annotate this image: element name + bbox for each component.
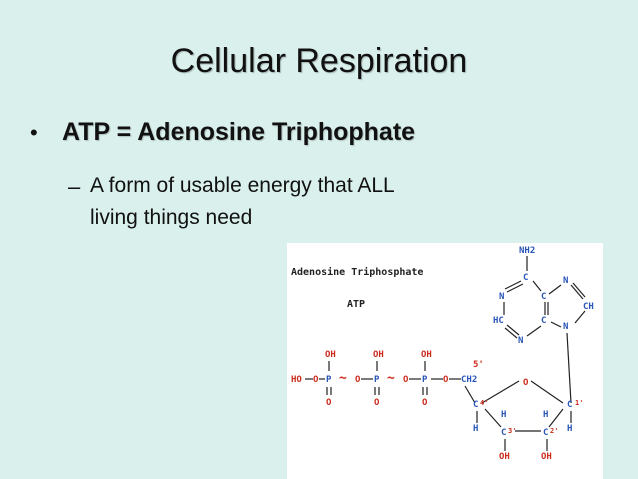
sub-bullet-item: – A form of usable energy that ALL livin… — [68, 174, 395, 234]
o-label-4: O — [443, 375, 449, 385]
two-prime-label: 2' — [550, 427, 558, 435]
c2-sugar-label: C — [543, 428, 548, 438]
double-o-label-3: O — [422, 398, 428, 408]
p-label-1: P — [326, 375, 332, 385]
sub-bullet-line-2: living things need — [90, 206, 253, 229]
tilde-label-2: ~ — [387, 371, 395, 386]
five-prime-label: 5' — [473, 360, 484, 370]
oh-sugar-label-2: OH — [541, 452, 552, 462]
c1-sugar-label: C — [567, 400, 572, 410]
c4-label: C — [541, 316, 546, 326]
figure-heading: Adenosine Triphosphate — [291, 266, 423, 278]
h-label-3: H — [501, 410, 506, 420]
atp-structure-svg: Adenosine Triphosphate ATP NH2 C N C N C… — [291, 246, 594, 462]
c4-sugar-label: C — [473, 400, 478, 410]
bond — [526, 325, 542, 337]
bond — [548, 408, 564, 428]
bullet-item: • ATP = Adenosine Triphophate — [30, 118, 415, 147]
bond — [504, 280, 522, 290]
bond — [548, 284, 562, 295]
adenine-base: NH2 C N C N CH HC C N — [493, 246, 594, 404]
o-label-3: O — [403, 375, 409, 385]
oh-label-1: OH — [325, 350, 336, 360]
sub-bullet-text: A form of usable energy that ALL living … — [90, 170, 395, 234]
bullet-dot-icon: • — [30, 120, 38, 145]
h-label-1: H — [473, 424, 478, 434]
n7-label: N — [563, 276, 568, 286]
c5-label: C — [541, 292, 546, 302]
ch2-label: CH2 — [461, 375, 477, 385]
ch-label: CH — [583, 302, 594, 312]
o-label-1: O — [313, 375, 319, 385]
bond — [530, 380, 564, 404]
bond — [481, 380, 520, 404]
sub-bullet-line-1: A form of usable energy that ALL — [90, 174, 395, 197]
oh-label-2: OH — [373, 350, 384, 360]
bond — [484, 408, 502, 428]
nh2-label: NH2 — [519, 246, 535, 256]
bond — [506, 324, 520, 336]
slide-title: Cellular Respiration — [170, 42, 468, 80]
o-label-2: O — [355, 375, 361, 385]
n3-label: N — [518, 336, 523, 346]
bond — [570, 284, 584, 300]
bond — [550, 321, 562, 328]
atp-structure-diagram: Adenosine Triphosphate ATP NH2 C N C N C… — [287, 243, 603, 479]
bond — [532, 280, 542, 292]
glycosidic-bond — [566, 332, 572, 404]
ribose-sugar: 5' CH2 O C 4' C 1' H H H H C 3' C — [461, 360, 583, 462]
bond — [574, 310, 586, 324]
double-o-label-1: O — [326, 398, 332, 408]
bond — [464, 385, 476, 404]
one-prime-label: 1' — [575, 399, 583, 407]
hc-label: HC — [493, 316, 504, 326]
bond — [506, 283, 524, 293]
phosphate-groups: OH OH OH HO O P ~ O P ~ O P O — [291, 350, 461, 408]
ring-o-label: O — [523, 378, 529, 388]
h-label-2: H — [567, 424, 572, 434]
oh-sugar-label-1: OH — [499, 452, 510, 462]
p-label-2: P — [374, 375, 380, 385]
double-o-label-2: O — [374, 398, 380, 408]
bond — [504, 327, 518, 339]
p-label-3: P — [422, 375, 428, 385]
bullet-text: ATP = Adenosine Triphophate — [62, 118, 416, 146]
h-label-4: H — [543, 410, 548, 420]
four-prime-label: 4' — [480, 399, 488, 407]
n9-label: N — [563, 322, 568, 332]
oh-label-3: OH — [421, 350, 432, 360]
figure-abbreviation: ATP — [347, 299, 365, 310]
bond — [572, 282, 586, 298]
tilde-label-1: ~ — [339, 371, 347, 386]
three-prime-label: 3' — [508, 427, 516, 435]
ho-label: HO — [291, 375, 302, 385]
n1-label: N — [499, 292, 504, 302]
dash-icon: – — [68, 174, 81, 199]
c6-label: C — [523, 273, 528, 283]
c3-sugar-label: C — [501, 428, 506, 438]
